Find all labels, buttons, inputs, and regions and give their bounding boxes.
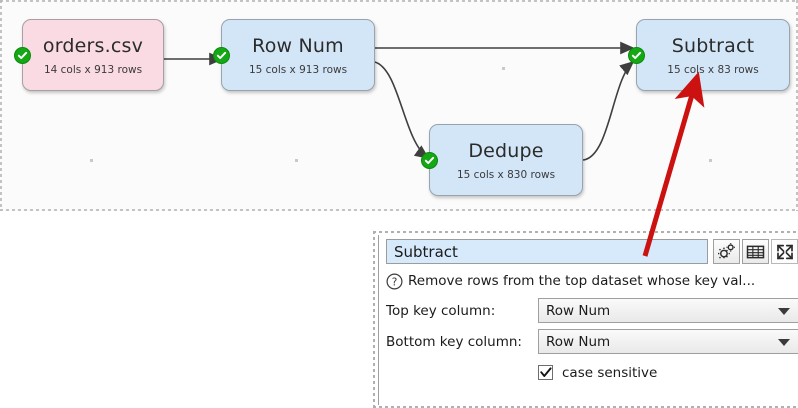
node-subtitle: 15 cols x 830 rows xyxy=(456,168,556,181)
flow-canvas[interactable]: orders.csv 14 cols x 913 rows Row Num 15… xyxy=(0,0,798,211)
node-subtract[interactable]: Subtract 15 cols x 83 rows xyxy=(628,19,790,91)
grid-dot xyxy=(709,159,712,162)
form-row-bottom-key-column: Bottom key column: Row Num xyxy=(386,329,798,354)
form-row-case-sensitive: case sensitive xyxy=(386,360,798,385)
settings-gears-icon[interactable] xyxy=(713,239,740,264)
expand-arrows-icon[interactable] xyxy=(771,239,798,264)
flow-connectors xyxy=(163,41,635,161)
bottom-key-column-combobox[interactable]: Row Num xyxy=(538,329,798,354)
panel-border-bottom xyxy=(373,406,798,408)
item-name-input[interactable]: Subtract xyxy=(386,239,708,264)
node-subtitle: 15 cols x 83 rows xyxy=(667,63,759,76)
top-key-column-label: Top key column: xyxy=(386,302,496,319)
bottom-key-column-value: Row Num xyxy=(546,333,611,350)
grid-dot xyxy=(502,67,505,70)
node-title: Subtract xyxy=(671,34,755,57)
check-circle-icon xyxy=(421,152,438,169)
link-rownum-to-dedupe xyxy=(374,61,430,159)
description-text: Remove rows from the top dataset whose k… xyxy=(408,273,756,289)
node-subtitle: 15 cols x 913 rows xyxy=(248,63,348,76)
case-sensitive-label: case sensitive xyxy=(562,364,658,381)
node-title: Dedupe xyxy=(468,139,544,162)
form-row-top-key-column: Top key column: Row Num xyxy=(386,298,798,323)
panel-header: Subtract xyxy=(386,239,798,265)
bottom-key-column-label: Bottom key column: xyxy=(386,333,522,350)
check-circle-icon xyxy=(213,47,230,64)
canvas-edge-top xyxy=(0,0,798,2)
svg-text:?: ? xyxy=(392,276,398,288)
check-circle-icon xyxy=(628,47,645,64)
node-title: orders.csv xyxy=(42,34,144,57)
properties-panel: Subtract xyxy=(373,231,798,408)
panel-border-top xyxy=(373,231,798,233)
chevron-down-icon xyxy=(778,338,790,346)
node-subtitle: 14 cols x 913 rows xyxy=(43,63,143,76)
canvas-edge-left xyxy=(0,0,2,211)
grid-dot xyxy=(90,159,93,162)
case-sensitive-checkbox[interactable] xyxy=(538,365,553,380)
node-row-num[interactable]: Row Num 15 cols x 913 rows xyxy=(213,19,375,91)
top-key-column-combobox[interactable]: Row Num xyxy=(538,298,798,323)
panel-content: Subtract xyxy=(378,235,798,405)
link-dedupe-to-subtract xyxy=(582,60,635,161)
top-key-column-value: Row Num xyxy=(546,302,611,319)
canvas-edge-right xyxy=(796,0,798,211)
chevron-down-icon xyxy=(778,307,790,315)
canvas-edge-bottom xyxy=(0,209,798,211)
table-grid-icon[interactable] xyxy=(742,239,769,264)
question-circle-icon[interactable]: ? xyxy=(386,272,403,290)
node-title: Row Num xyxy=(252,34,344,57)
grid-dot xyxy=(295,159,298,162)
description-row: ? Remove rows from the top dataset whose… xyxy=(386,270,798,292)
check-icon xyxy=(539,367,552,377)
node-orders-csv[interactable]: orders.csv 14 cols x 913 rows xyxy=(14,19,164,91)
check-circle-icon xyxy=(14,47,31,64)
node-dedupe[interactable]: Dedupe 15 cols x 830 rows xyxy=(421,124,583,196)
panel-border-left xyxy=(373,231,375,408)
